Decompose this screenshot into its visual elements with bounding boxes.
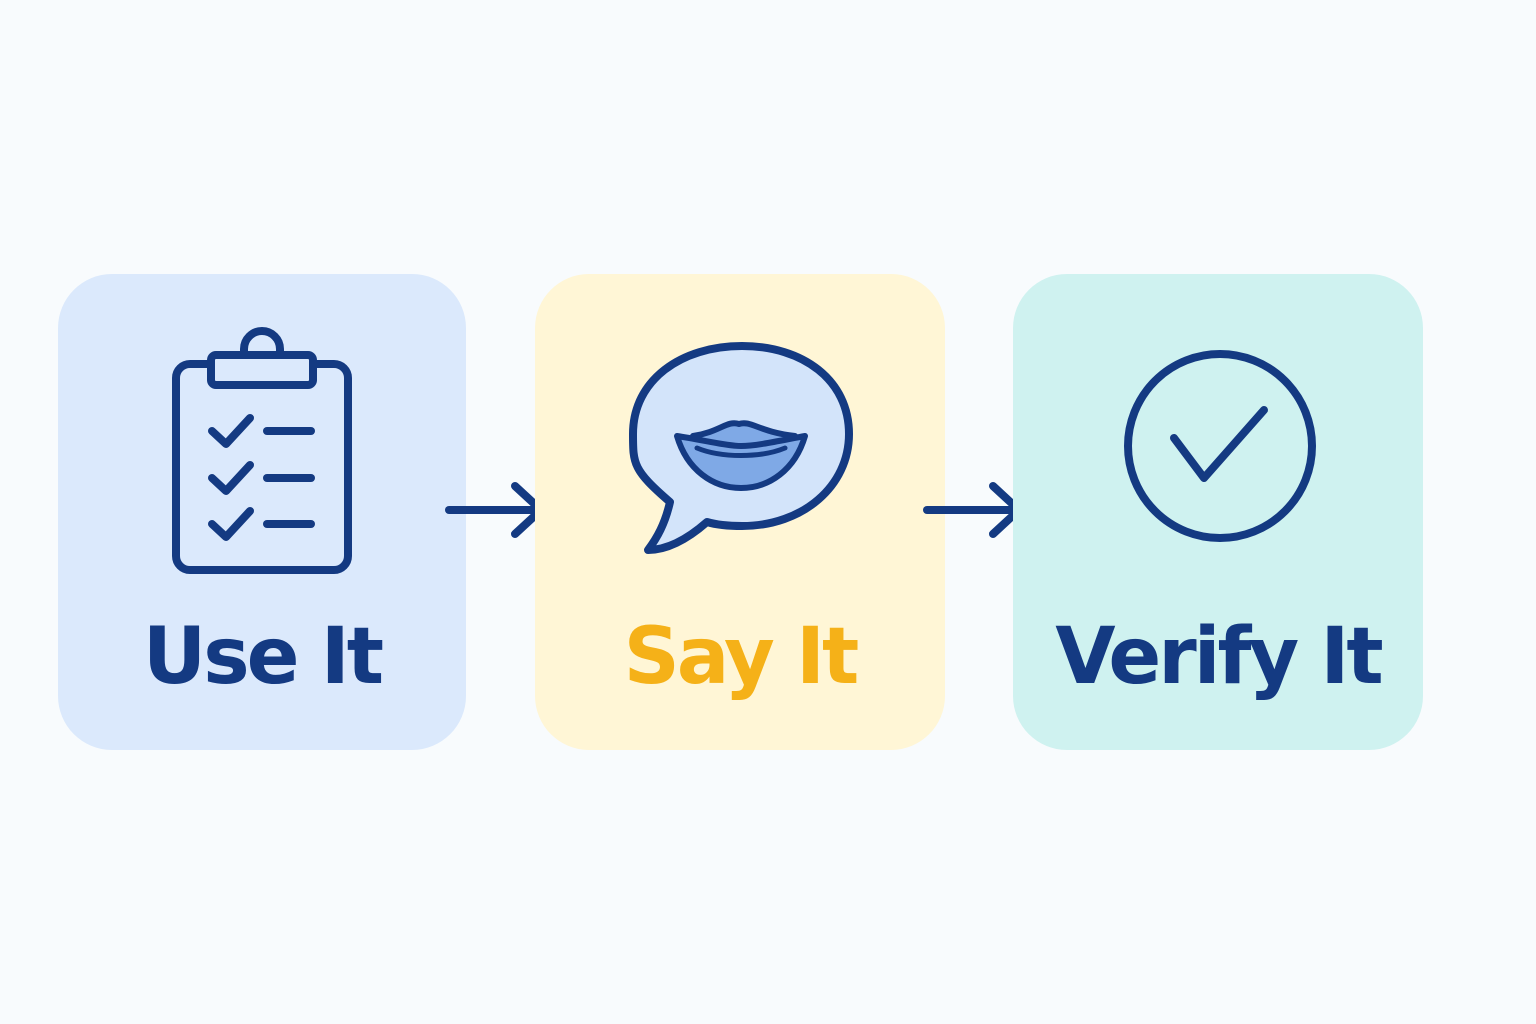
check-circle-icon <box>1013 274 1423 614</box>
step-label-use-it: Use It <box>58 612 466 702</box>
step-card-verify-it: Verify It <box>1013 274 1423 750</box>
arrow-right-icon <box>443 480 547 540</box>
speech-bubble-lips-icon <box>535 274 945 614</box>
step-label-say-it: Say It <box>535 612 945 702</box>
step-label-verify-it: Verify It <box>1013 612 1423 702</box>
arrow-right-icon <box>921 480 1025 540</box>
step-card-use-it: Use It <box>58 274 466 750</box>
step-card-say-it: Say It <box>535 274 945 750</box>
clipboard-checklist-icon <box>58 274 466 614</box>
